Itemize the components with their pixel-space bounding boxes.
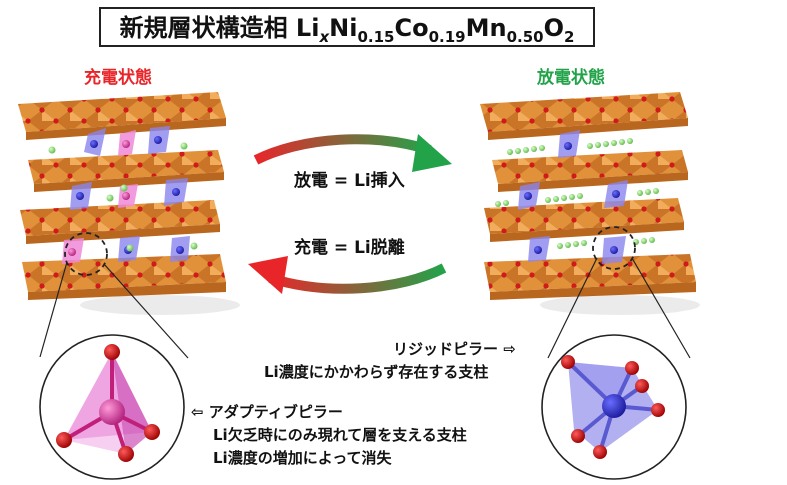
title-text: 新規層状構造相 LixNi0.15Co0.19Mn0.50O2 (119, 14, 575, 46)
discharge-arrowhead (412, 134, 452, 172)
charge-label: 充電 = Li脱離 (294, 238, 405, 258)
zoom-line-left-2 (103, 263, 189, 359)
discharged-li-atoms (495, 138, 659, 249)
zoom-line-left-1 (39, 261, 68, 358)
charged-state-label: 充電状態 (84, 68, 152, 88)
charged-li-atoms (48, 142, 198, 252)
discharged-state-label: 放電状態 (537, 68, 605, 88)
discharge-label: 放電 = Li挿入 (294, 171, 405, 191)
charged-layer-1 (18, 92, 226, 140)
adaptive-pillar-zoom (39, 334, 185, 480)
rigid-pillar-label: リジッドピラー ⇨ (393, 340, 516, 358)
rigid-pillar-zoom (541, 334, 687, 480)
charge-arrowhead (248, 256, 288, 294)
discharged-layer-4 (484, 254, 696, 300)
discharged-layer-3 (484, 198, 684, 242)
discharged-layer-2 (492, 150, 688, 192)
discharge-arrow (253, 134, 432, 165)
title-box: 新規層状構造相 LixNi0.15Co0.19Mn0.50O2 (99, 7, 595, 47)
discharged-zoom-circle (592, 226, 636, 270)
charged-zoom-circle (64, 232, 108, 276)
charged-pillars (62, 126, 190, 264)
adaptive-pillar-label: ⇦ アダプティブピラー (191, 403, 343, 421)
zoom-line-right-1 (547, 257, 598, 359)
discharged-pillars (518, 130, 628, 264)
zoom-line-right-2 (631, 257, 691, 359)
adaptive-pillar-desc-1: Li欠乏時にのみ現れて層を支える支柱 (213, 426, 467, 444)
discharged-structure (480, 92, 700, 315)
charge-arrow (268, 263, 447, 294)
rigid-pillar-desc: Li濃度にかかわらず存在する支柱 (264, 363, 489, 381)
charged-structure (18, 92, 240, 315)
octa-center-atom (602, 394, 626, 418)
charged-layer-4 (22, 254, 226, 300)
tetra-center-atom (99, 399, 125, 425)
adaptive-pillar-desc-2: Li濃度の増加によって消失 (213, 449, 392, 467)
discharged-layer-1 (480, 92, 688, 140)
